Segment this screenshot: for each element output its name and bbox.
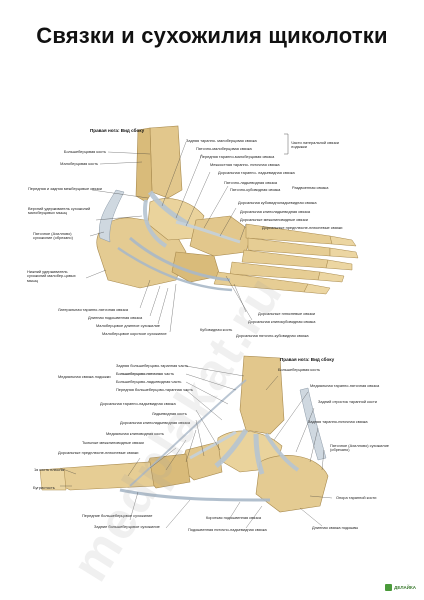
- bottom-label-left-4: Дорсальная клиноладьевидная связка: [120, 420, 191, 425]
- bottom-ankle-illustration: [39, 355, 333, 529]
- top-ankle-illustration: [85, 125, 359, 333]
- top-label-right-11: Дорсальные предплюсне-плюсневые связки: [262, 225, 343, 230]
- bottom-label-left-7: Дорсальные предплюсне-плюсневые связки: [58, 450, 139, 455]
- bottom-caption: Правая нога: Вид сбоку: [280, 357, 335, 362]
- top-label-left-9: Малоберцовое длинное сухожилие: [96, 323, 160, 328]
- logo-text: ДЕЛАЙКА: [394, 585, 416, 590]
- top-label-left-3: Передняя и задняя межберцовые связки: [28, 186, 102, 191]
- top-label-right-8: Дорсальная кубовидноладьевидная связка: [238, 200, 317, 205]
- bottom-label-right-6: Опора таранной кости: [336, 495, 377, 500]
- bottom-label-left-6: Тыльные межклиновидные связки: [82, 440, 144, 445]
- bottom-label-right-5: Пяточное (Ахиллово) сухожилие (обрезано): [330, 443, 389, 453]
- top-label-right-2: Пяточно-малоберцовая связка: [196, 146, 252, 151]
- top-label-left-7: Латеральная таранно-пяточная связка: [58, 307, 129, 312]
- publisher-logo: ДЕЛАЙКА: [385, 584, 416, 591]
- bottom-label-right-7: Короткая подошвенная связка: [206, 515, 261, 520]
- top-label-right-9: Дорсальная клиноладьевидная связка: [240, 209, 311, 214]
- top-label-right-12: Дорсальные плюсневые связки: [258, 311, 315, 316]
- bottom-label-right-8: Подошвенная пяточно-ладьевидная связка: [188, 527, 267, 532]
- top-label-right-1: Задняя таранно- малоберцовая связка: [186, 138, 257, 143]
- top-label-right-7: Пяточно-кубовидная связка: [230, 187, 281, 192]
- logo-mark-icon: [385, 584, 393, 591]
- top-label-left-10: Малоберцовое короткое сухожилие: [102, 331, 167, 336]
- bottom-label-mid-1: Задняя большеберцово-таранная часть: [116, 363, 189, 368]
- top-label-right-13: Дорсальная клинокубовидная связка: [248, 319, 316, 324]
- top-label-left-8: Длинная подошвенная связка: [88, 315, 143, 320]
- bottom-label-left-10: Передние большеберцовое сухожилие: [82, 513, 153, 518]
- bottom-label-mid-2: Большеберцово-пяточная часть: [116, 371, 175, 376]
- top-label-right-10: Дорсальные межклиновидные связки: [240, 217, 308, 222]
- top-illustration-panel: [0, 120, 424, 345]
- top-label-left-1: Большеберцовая кость: [63, 149, 106, 154]
- bottom-label-left-1: Медиальная связка лодыжки: [58, 374, 111, 379]
- top-label-left-2: Малоберцовая кость: [60, 161, 98, 166]
- top-label-left-5: Пяточное (Ахиллово) сухожилие (обрезано): [33, 231, 73, 241]
- bottom-label-left-5: Медиальная клиновидная кость: [106, 431, 164, 436]
- bottom-label-right-1: Большеберцовая кость: [278, 367, 321, 372]
- top-label-right-15: Дорсальная пяточно-кубовидная связка: [236, 333, 309, 338]
- top-label-left-4: Верхний удерживатель сухожилий малоберцо…: [28, 206, 91, 216]
- top-label-right-5: Дорсальная таранно- ладьевидная связка: [218, 170, 295, 175]
- top-caption: Правая нога: Вид сбоку: [90, 128, 145, 133]
- bottom-label-mid-4: Передняя большеберцово-таранная часть: [116, 387, 193, 392]
- bottom-label-right-2: Медиальная таранно-пяточная связка: [310, 383, 380, 388]
- top-label-right-14: Кубовидная кость: [200, 327, 233, 332]
- top-label-right-6: Пяточно-ладьевидная связка: [224, 180, 278, 185]
- bottom-label-right-4: Задняя таранно-пяточная связка: [308, 419, 368, 424]
- poster-title: Связки и сухожилия щиколотки: [36, 23, 388, 48]
- bottom-label-left-3: Ладьевидная кость: [152, 411, 187, 416]
- bottom-label-mid-3: Большеберцово-ладьевидная часть: [116, 379, 182, 384]
- top-bracket2-label: Раздвоенная связка: [292, 185, 329, 190]
- bottom-label-left-2: Дорсальная таранно-ладьевидная связка: [100, 401, 176, 406]
- bottom-label-right-3: Задний отросток таранной кости: [318, 399, 377, 404]
- bottom-illustration-panel: [0, 350, 424, 590]
- bottom-label-left-9: Бугристость: [33, 485, 55, 490]
- top-label-right-4: Межкостная таранно- пяточная связка: [210, 162, 280, 167]
- top-label-left-6: Нижний удерживатель сухожилий малобер-цо…: [27, 269, 76, 283]
- bottom-label-left-8: 1я кость плюсны: [34, 467, 65, 472]
- top-bracket-label: Части латеральной связки лодыжки: [291, 140, 339, 150]
- top-label-right-3: Передняя таранно-малоберцовая связка: [200, 154, 275, 159]
- bottom-label-right-9: Длинная связка подошвы: [312, 525, 359, 530]
- bottom-label-left-11: Задние большеберцовое сухожилие: [94, 524, 160, 529]
